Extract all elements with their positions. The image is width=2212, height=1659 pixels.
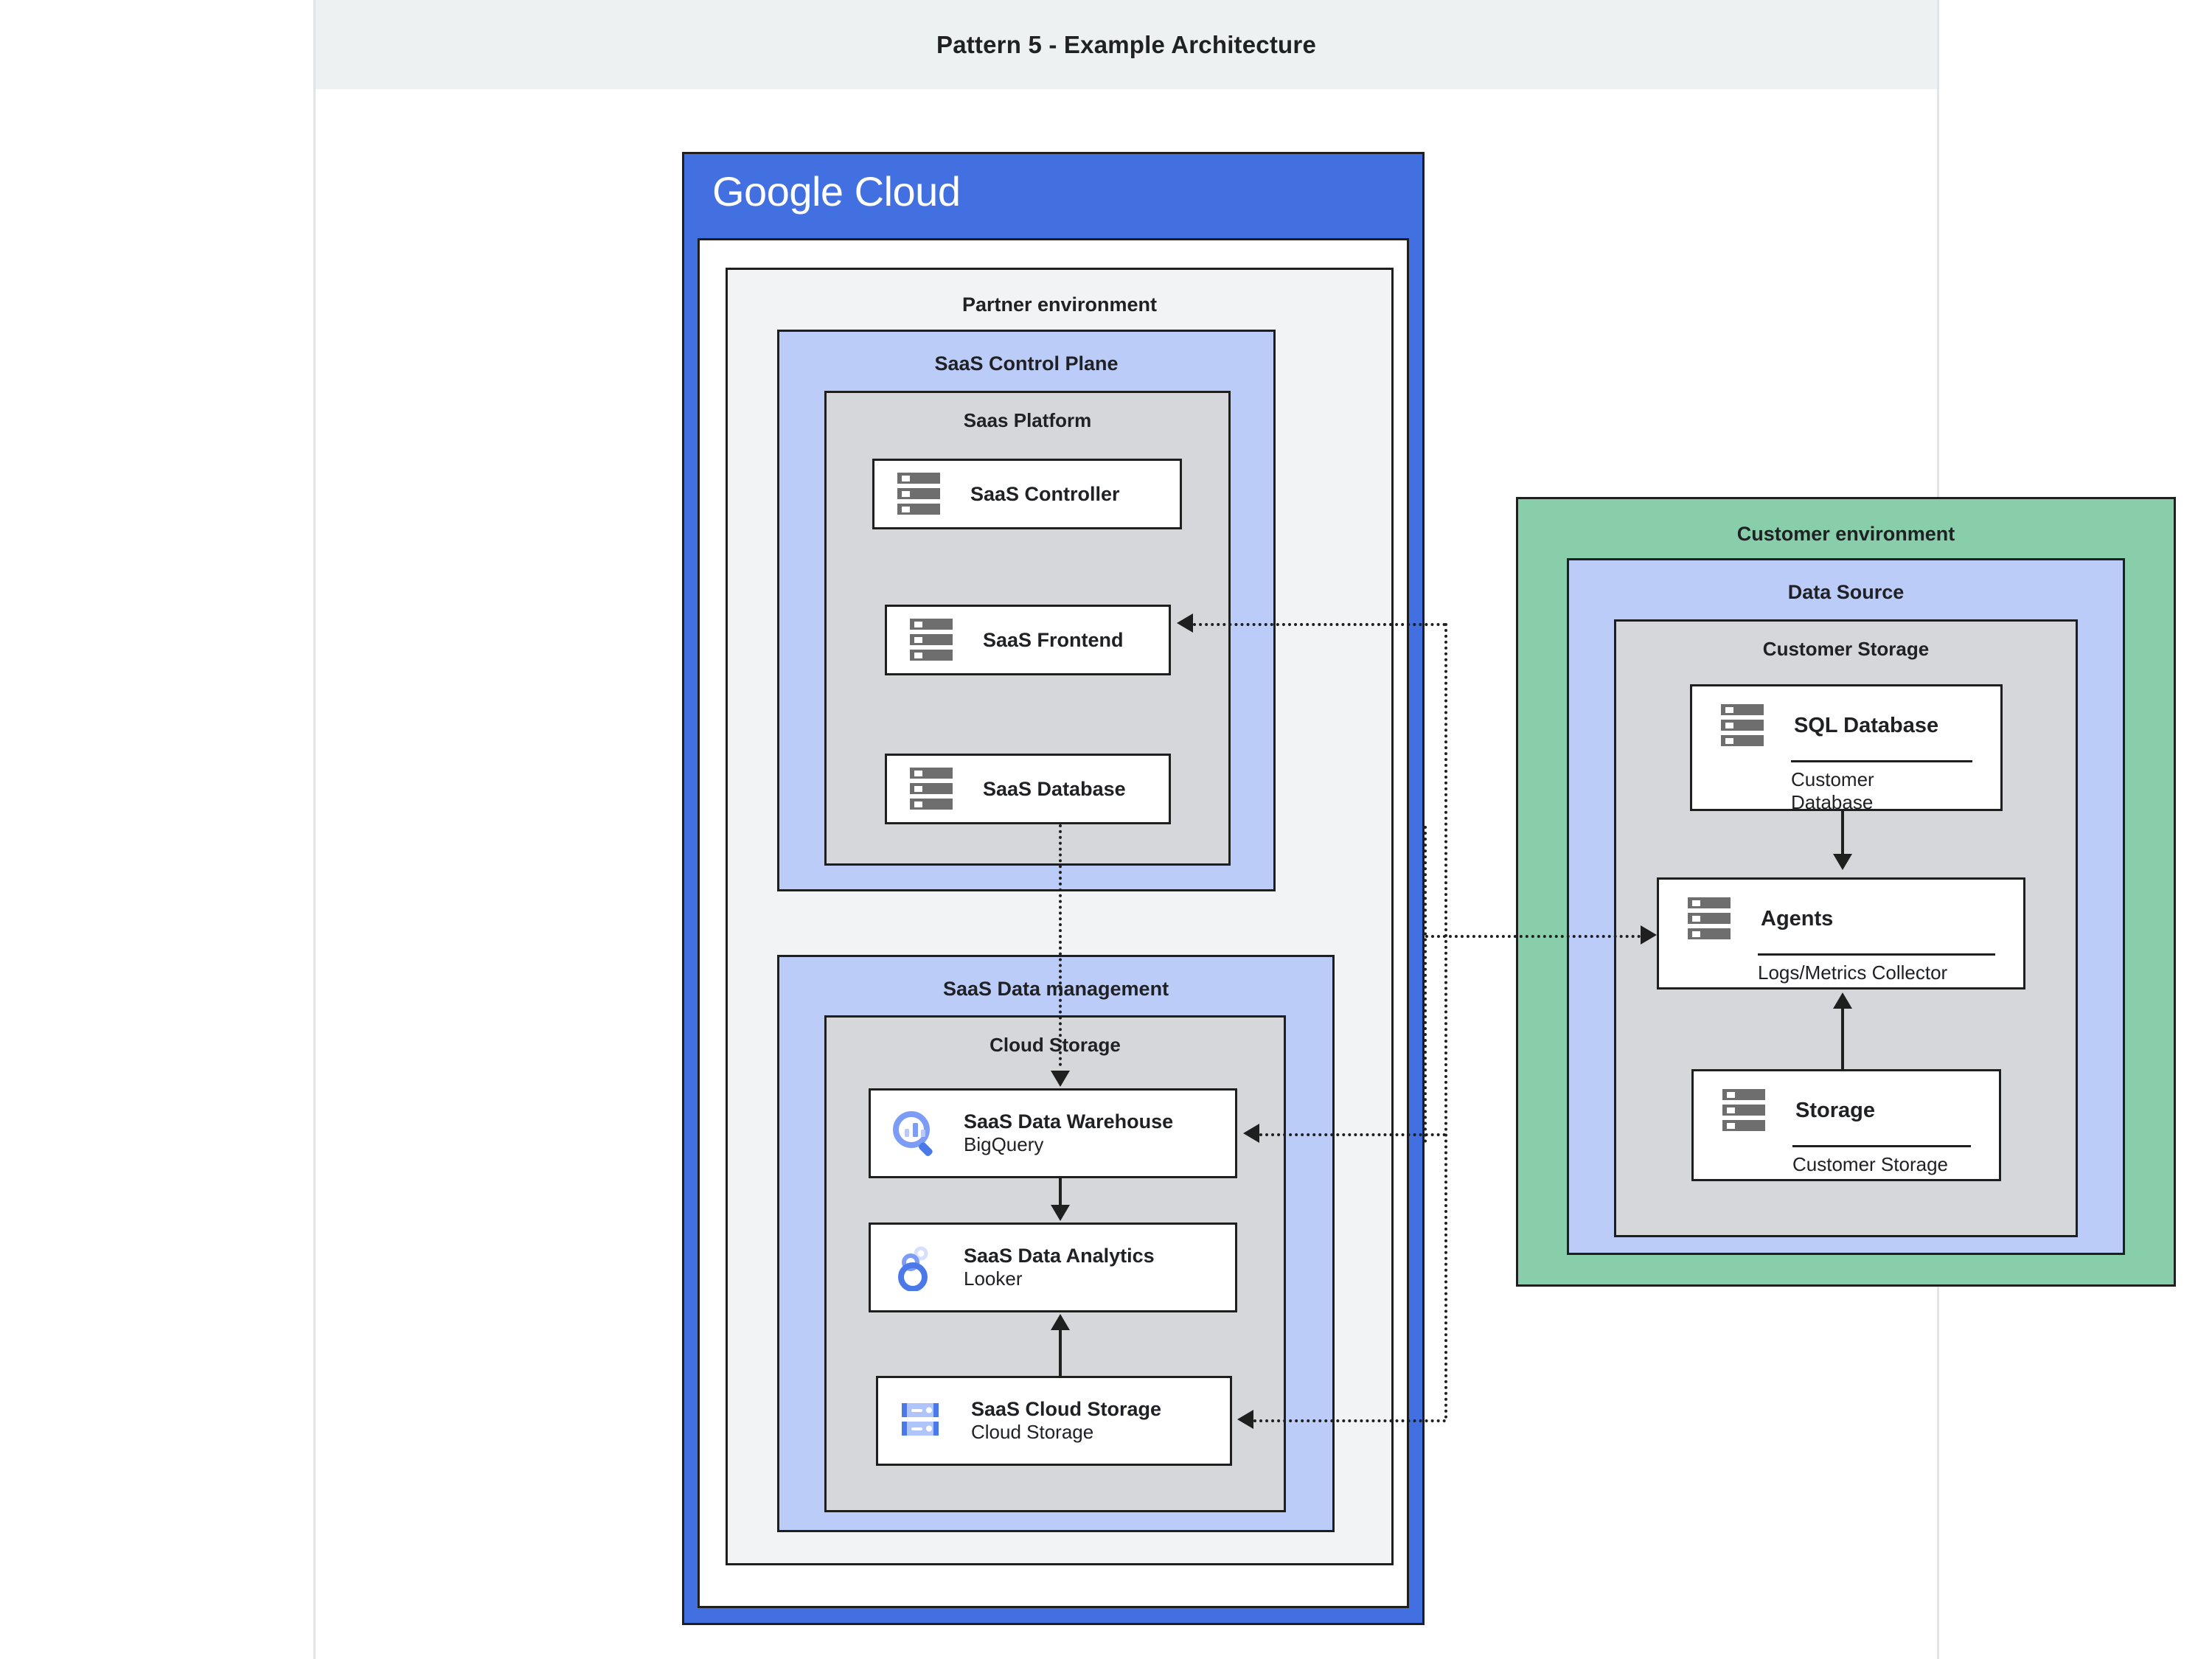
node-saas-data-analytics[interactable]: SaaS Data Analytics Looker [869,1222,1237,1312]
node-saas-data-warehouse-subtitle: BigQuery [964,1133,1044,1155]
connector-storage-to-agents [1841,1009,1844,1069]
customer-storage-group-label: Customer Storage [1762,638,1930,660]
google-cloud-logo: Google Cloud [712,167,961,215]
node-saas-data-warehouse-title: SaaS Data Warehouse [964,1110,1174,1133]
connector-saas-database-to-data-warehouse-arrow [1051,1071,1070,1087]
connector-to-cloud-storage-horizontal [1253,1419,1446,1422]
node-sql-database-divider [1791,760,1972,762]
node-agents-divider [1758,953,1995,956]
node-storage-title: Storage [1795,1098,1875,1122]
node-saas-cloud-storage-subtitle: Cloud Storage [971,1421,1094,1443]
server-icon [1719,1088,1769,1133]
node-saas-controller-title: SaaS Controller [970,482,1120,505]
server-icon [894,471,944,517]
connector-cloud-storage-to-data-analytics-arrow [1051,1314,1070,1330]
node-agents[interactable]: Agents Logs/Metrics Collector [1657,877,2025,990]
bigquery-icon [887,1110,943,1157]
connector-cloud-storage-to-data-analytics [1059,1330,1062,1376]
page-sheet: Pattern 5 - Example Architecture Google … [313,0,2176,1659]
connector-sql-database-to-agents-arrow [1833,854,1852,870]
node-sql-database-caption: Customer Database [1791,768,2000,813]
connector-storage-to-agents-arrow [1833,992,1852,1009]
node-saas-cloud-storage-title: SaaS Cloud Storage [971,1398,1162,1420]
page-title: Pattern 5 - Example Architecture [936,30,1316,58]
saas-data-management-label: SaaS Data management [942,978,1169,1000]
node-agents-title: Agents [1761,906,1834,931]
connector-to-saas-frontend-arrow [1177,613,1193,633]
saas-control-plane-label: SaaS Control Plane [934,352,1119,375]
node-sql-database-title: SQL Database [1794,713,1939,737]
cloud-storage-group-label: Cloud Storage [990,1034,1121,1056]
server-icon [1717,703,1767,748]
connector-data-warehouse-to-data-analytics [1059,1178,1062,1206]
node-saas-data-analytics-subtitle: Looker [964,1267,1023,1290]
connector-to-agents-vertical [1424,826,1427,1143]
node-saas-frontend-title: SaaS Frontend [983,628,1124,651]
server-icon [906,766,956,812]
node-storage-caption: Customer Storage [1792,1153,1948,1175]
google-cloud-logo-light: Cloud [854,168,961,215]
google-cloud-logo-bold: Google [712,168,844,215]
connector-saas-database-to-data-warehouse [1059,824,1062,1066]
connector-sql-database-to-agents [1841,811,1844,855]
connector-to-agents-horizontal [1425,935,1641,938]
connector-to-data-warehouse-arrow [1243,1124,1259,1143]
looker-icon [887,1244,943,1291]
connector-to-agents-arrow [1641,925,1657,945]
connector-to-saas-frontend-vertical [1444,623,1447,1419]
node-sql-database-caption-line1: Customer [1791,768,1874,790]
customer-environment-label: Customer environment [1736,523,1955,545]
node-saas-controller[interactable]: SaaS Controller [872,459,1182,529]
connector-data-warehouse-to-data-analytics-arrow [1051,1205,1070,1221]
cloud-storage-icon [894,1401,950,1441]
node-storage[interactable]: Storage Customer Storage [1691,1069,2001,1181]
partner-environment-label: Partner environment [961,293,1158,316]
data-source-label: Data Source [1787,581,1905,603]
connector-to-data-warehouse-horizontal [1259,1133,1446,1136]
node-saas-data-analytics-title: SaaS Data Analytics [964,1245,1155,1267]
node-sql-database-caption-line2: Database [1791,790,1874,813]
connector-to-saas-frontend-horizontal [1193,623,1446,626]
node-agents-caption: Logs/Metrics Collector [1758,961,1948,984]
server-icon [1684,896,1734,942]
node-saas-database[interactable]: SaaS Database [885,754,1171,824]
node-saas-cloud-storage[interactable]: SaaS Cloud Storage Cloud Storage [876,1376,1232,1466]
node-saas-frontend[interactable]: SaaS Frontend [885,605,1171,675]
node-sql-database[interactable]: SQL Database Customer Database [1690,684,2003,813]
server-icon [906,617,956,663]
node-storage-divider [1792,1145,1971,1147]
connector-to-cloud-storage-arrow [1237,1410,1253,1429]
node-saas-data-warehouse[interactable]: SaaS Data Warehouse BigQuery [869,1088,1237,1178]
saas-platform-label: Saas Platform [963,409,1092,431]
node-saas-database-title: SaaS Database [983,777,1126,800]
title-band: Pattern 5 - Example Architecture [316,0,1937,89]
